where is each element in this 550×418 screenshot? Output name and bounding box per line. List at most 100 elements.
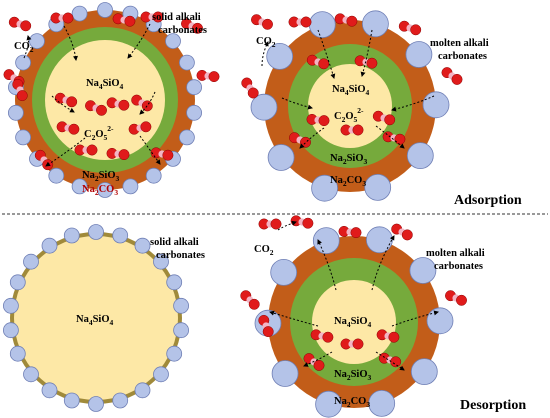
arrow bbox=[45, 137, 86, 167]
adsorption-left-particle: CO2 solid alkali carbonates Na4SiO4 C2O5… bbox=[3, 2, 220, 198]
oxygen-atom bbox=[20, 20, 32, 32]
carbonate-bead bbox=[88, 224, 104, 240]
co2-molecule bbox=[290, 215, 314, 229]
oxygen-atom bbox=[302, 217, 314, 229]
co2-molecule bbox=[258, 218, 282, 230]
carbonate-bead bbox=[2, 322, 19, 339]
oxygen-atom bbox=[124, 15, 136, 27]
carbonate-bead bbox=[173, 322, 190, 339]
adsorption-right-particle: CO2 molten alkali carbonates Na4SiO4 C2O… bbox=[241, 10, 489, 202]
oxygen-atom bbox=[394, 133, 406, 145]
carbonate-bead bbox=[368, 389, 396, 417]
carbonate-bead bbox=[7, 104, 24, 121]
carbonate-bead bbox=[166, 345, 183, 362]
carbonate-bead bbox=[63, 392, 80, 409]
desorption-left-particle: solid alkali carbonates Na4SiO4 bbox=[2, 224, 205, 412]
core-label: Na4SiO4 bbox=[76, 314, 114, 327]
carbonate-bead bbox=[422, 91, 450, 119]
carbonate-bead bbox=[41, 237, 58, 254]
co2-molecule bbox=[128, 121, 152, 135]
carbonate-phase-label: carbonates bbox=[434, 261, 483, 272]
silicate-label: Na2SiO3 bbox=[82, 170, 120, 183]
carbonate-phase-label: solid alkali bbox=[152, 12, 201, 23]
co2-molecule bbox=[391, 223, 413, 241]
co2-molecule bbox=[340, 124, 364, 136]
carbonate-bead bbox=[270, 258, 298, 286]
arrow bbox=[303, 351, 333, 367]
carbonate-bead bbox=[29, 33, 45, 49]
carbonate-bead bbox=[364, 173, 392, 201]
co2-label: CO2 bbox=[256, 36, 276, 49]
oxygen-atom bbox=[68, 123, 80, 135]
diffusion-arrows bbox=[261, 29, 435, 149]
co2-molecule bbox=[340, 338, 364, 350]
oxygen-atom bbox=[118, 149, 130, 161]
carbonate-phase-label: carbonates bbox=[438, 51, 487, 62]
carbonate-label: Na2CO3 bbox=[334, 396, 370, 409]
oxygen-atom bbox=[262, 18, 273, 30]
oxygen-atom bbox=[318, 115, 330, 127]
arrow bbox=[127, 23, 151, 59]
core bbox=[308, 64, 392, 148]
arrow bbox=[371, 235, 395, 291]
arrow bbox=[317, 239, 337, 291]
co2-molecule bbox=[106, 97, 130, 111]
co2-molecule bbox=[106, 147, 130, 161]
oxygen-atom bbox=[140, 121, 152, 133]
co2-molecule bbox=[398, 20, 422, 36]
oxygen-atom bbox=[262, 326, 274, 338]
carbonate-bead bbox=[173, 297, 190, 314]
carbonate-bead bbox=[112, 392, 129, 409]
carbonate-label: Na2CO3 bbox=[330, 175, 366, 188]
arrow bbox=[139, 135, 161, 165]
oxygen-atom bbox=[456, 294, 467, 306]
carbonate-bead bbox=[122, 178, 139, 195]
oxygen-atom bbox=[118, 99, 130, 111]
silicate-label: Na2SiO3 bbox=[334, 369, 372, 382]
carbonate-bead bbox=[178, 54, 195, 71]
co2-molecule bbox=[8, 16, 32, 32]
co2-molecule bbox=[382, 131, 406, 145]
carbonate-bead bbox=[266, 43, 294, 70]
oxygen-atom bbox=[62, 12, 74, 24]
carbonate-bead bbox=[406, 142, 434, 170]
oxygen-atom bbox=[401, 229, 413, 241]
oxygen-atom bbox=[247, 87, 259, 99]
co2-molecule bbox=[50, 12, 74, 24]
oxygen-atom bbox=[208, 71, 220, 83]
carbonate-bead bbox=[71, 178, 88, 195]
co2-molecule bbox=[54, 92, 78, 108]
carbonate-bead bbox=[71, 5, 88, 22]
co2-molecule bbox=[131, 94, 153, 112]
carbonate-bead bbox=[186, 104, 203, 121]
co2-molecule bbox=[241, 77, 259, 99]
core-label: Na4SiO4 bbox=[334, 316, 372, 329]
carbonate-bead bbox=[178, 129, 195, 146]
carbonate-bead bbox=[308, 11, 336, 39]
arrow bbox=[299, 127, 325, 149]
oxygen-atom bbox=[141, 100, 153, 112]
carbonate-bead bbox=[165, 33, 181, 49]
arrow bbox=[23, 35, 32, 59]
oxygen-atom bbox=[346, 15, 358, 27]
oxygen-atom bbox=[388, 331, 400, 343]
co2-molecule bbox=[56, 121, 80, 135]
arrow bbox=[277, 220, 297, 231]
carbonate-bead bbox=[48, 167, 65, 184]
carbonate-bead bbox=[365, 226, 393, 254]
carbonate-bead bbox=[405, 41, 433, 68]
carbonate-bead bbox=[312, 227, 340, 255]
co2-molecule bbox=[306, 113, 330, 127]
carbonate-phase-label: carbonates bbox=[156, 250, 205, 261]
co2-molecule bbox=[372, 110, 396, 126]
co2-molecule bbox=[306, 54, 330, 70]
carbonate-bead bbox=[250, 93, 278, 121]
co2-molecule bbox=[150, 147, 174, 161]
co2-molecule bbox=[240, 290, 260, 310]
carbonate-bead bbox=[23, 253, 39, 270]
arrow bbox=[375, 125, 405, 149]
oxygen-atom bbox=[350, 227, 362, 239]
co2-label: CO2 bbox=[254, 244, 274, 257]
arrow bbox=[281, 97, 313, 110]
